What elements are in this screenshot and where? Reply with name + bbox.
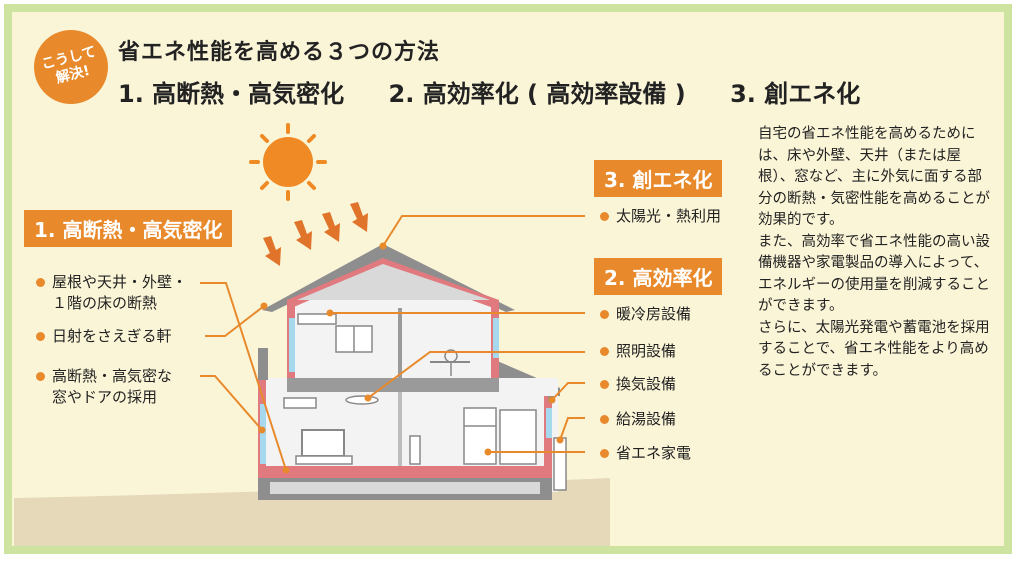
method-3: 3. 創エネ化 [730, 80, 861, 108]
item-eaves: 日射をさえぎる軒 [36, 326, 172, 347]
methods-list: 1. 高断熱・高気密化 2. 高効率化 ( 高効率設備 ) 3. 創エネ化 [118, 74, 896, 109]
window-lower-left [260, 404, 266, 464]
description-paragraph-3: さらに、太陽光発電や蓄電池を採用することで、省エネ性能をより高めることができます… [758, 319, 990, 379]
item-line: 窓やドアの採用 [52, 388, 158, 406]
tv [301, 429, 345, 457]
page-title: 省エネ性能を高める３つの方法 [118, 40, 441, 65]
ceiling-light [345, 395, 379, 405]
description-paragraph-1: 自宅の省エネ性能を高めるためには、床や外壁、天井（または屋根）、窓など、主に外気… [758, 126, 990, 228]
window-lower-right [546, 408, 552, 438]
item-hvac: 暖冷房設備 [600, 304, 691, 325]
item-line: 高断熱・高気密な [52, 367, 173, 385]
fridge [463, 407, 497, 465]
item-solar: 太陽光・熱利用 [600, 206, 721, 227]
sun-icon [249, 123, 327, 201]
label-energy-creation: 3. 創エネ化 [594, 160, 723, 197]
sunlight-arrows [263, 202, 368, 266]
window-upper-left [289, 318, 295, 372]
item-line: １階の床の断熱 [52, 294, 158, 312]
item-water-heating: 給湯設備 [600, 409, 676, 430]
water-heater [553, 437, 567, 491]
description-paragraph-2: また、高効率で省エネ性能の高い設備機器や家電製品の導入によって、エネルギーの使用… [758, 233, 990, 315]
method-2: 2. 高効率化 ( 高効率設備 ) [388, 80, 686, 108]
roof [262, 244, 515, 312]
item-line: 日射をさえぎる軒 [52, 327, 172, 345]
label-insulation: 1. 高断熱・高気密化 [24, 210, 233, 247]
item-lighting: 照明設備 [600, 341, 676, 362]
item-roof-wall-floor-insulation: 屋根や天井・外壁・ １階の床の断熱 [36, 272, 187, 314]
air-conditioner [297, 313, 337, 325]
method-1: 1. 高断熱・高気密化 [118, 80, 345, 108]
item-appliances: 省エネ家電 [600, 443, 691, 464]
item-ventilation: 換気設備 [600, 374, 676, 395]
leader-lines [200, 215, 585, 471]
item-line: 屋根や天井・外壁・ [52, 273, 188, 291]
description: 自宅の省エネ性能を高めるためには、床や外壁、天井（または屋根）、窓など、主に外気… [758, 124, 990, 382]
label-high-efficiency: 2. 高効率化 [594, 258, 723, 295]
floor-insulation [258, 466, 552, 478]
item-windows-doors: 高断熱・高気密な 窓やドアの採用 [36, 366, 172, 408]
window-upper-right [493, 318, 499, 358]
